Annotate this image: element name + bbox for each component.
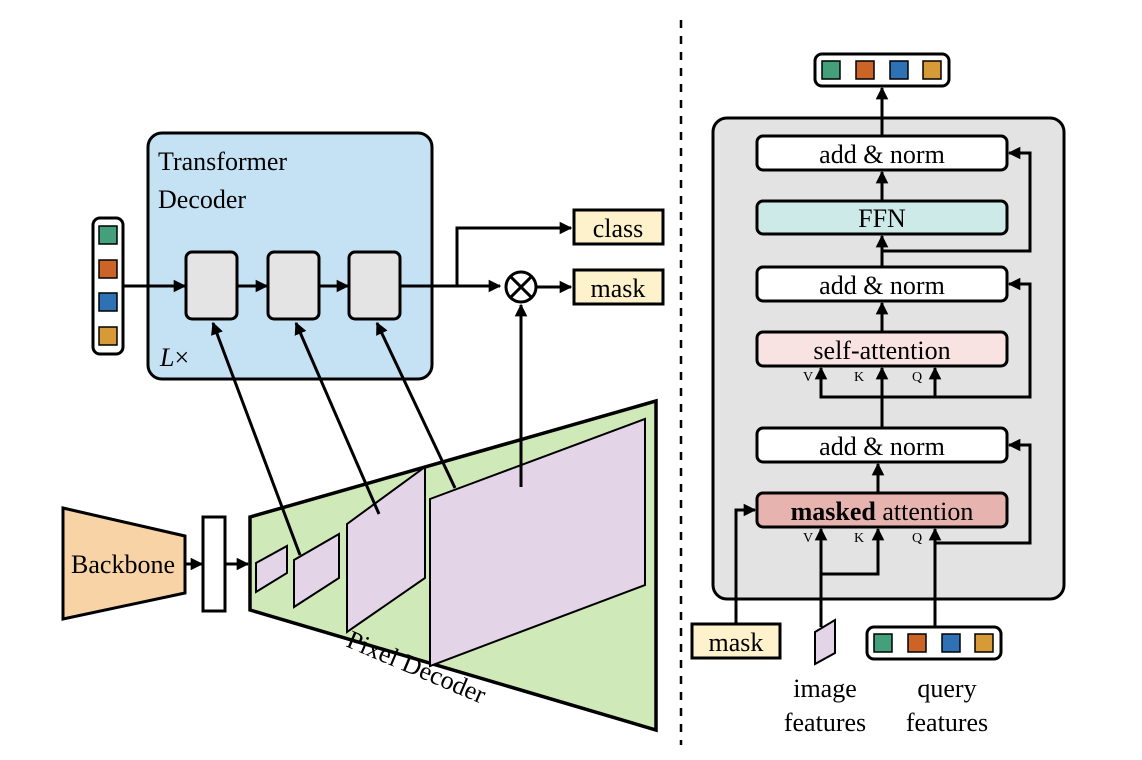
feature-map-3 xyxy=(346,465,426,634)
token-blue xyxy=(941,633,961,653)
token-orange xyxy=(907,633,927,653)
class-output-box xyxy=(572,208,665,246)
token-orange xyxy=(855,60,875,80)
token-green xyxy=(821,60,841,80)
token-gold xyxy=(974,633,994,653)
query-features-tokens xyxy=(865,625,1003,661)
token-orange xyxy=(98,259,118,279)
masked-attn-v-label: V xyxy=(803,531,813,546)
image-features-label-line1: image xyxy=(793,674,857,703)
multiply-icon xyxy=(504,270,538,304)
decoder-layer-1 xyxy=(184,250,239,321)
token-blue xyxy=(889,60,909,80)
masked-attention-block xyxy=(755,491,1009,529)
repeat-label: L× xyxy=(159,343,189,372)
token-gold xyxy=(98,326,118,346)
query-tokens-left xyxy=(91,216,125,356)
mask-input-box xyxy=(690,622,782,660)
residual-ffn xyxy=(882,146,1032,253)
ffn-label: FFN xyxy=(858,204,906,233)
query-features-label-line1: query xyxy=(917,674,976,703)
mask-to-masked-attention xyxy=(734,503,757,624)
output-tokens xyxy=(813,52,951,88)
class-output-label: class xyxy=(593,214,644,243)
mask-output-box xyxy=(572,268,665,306)
add-norm-bottom-label: add & norm xyxy=(819,432,945,461)
transformer-decoder-title-line1: Transformer xyxy=(158,147,287,176)
feature-map-1 xyxy=(255,544,288,594)
backbone-label: Backbone xyxy=(71,550,175,579)
query-features-label-line2: features xyxy=(906,708,988,737)
mask-output-label: mask xyxy=(591,274,646,303)
image-features-label-line2: features xyxy=(784,708,866,737)
add-norm-mid-label: add & norm xyxy=(819,271,945,300)
masked-attn-q-label: Q xyxy=(912,531,922,546)
token-gold xyxy=(922,60,942,80)
decoder-layer-2 xyxy=(266,250,321,321)
arrow-to-class xyxy=(455,221,573,286)
image-features-to-k xyxy=(821,527,885,576)
token-blue xyxy=(98,292,118,312)
arrow-featmap3-to-layer3 xyxy=(375,321,457,489)
self-attn-q-label: Q xyxy=(912,370,922,385)
self-attn-k-label: K xyxy=(854,370,864,385)
feature-map-4 xyxy=(429,417,646,668)
transformer-decoder-title-line2: Decoder xyxy=(158,185,246,214)
image-features-icon xyxy=(814,618,836,666)
feature-map-2 xyxy=(293,532,340,609)
add-norm-bottom xyxy=(755,426,1009,464)
backbone-shape xyxy=(61,506,187,621)
token-green xyxy=(98,225,118,245)
arrow-featmap2-to-layer2 xyxy=(294,321,381,515)
token-green xyxy=(873,633,893,653)
residual-masked-attn xyxy=(935,438,1032,545)
self-attention-label: self-attention xyxy=(813,336,950,365)
mask-input-label: mask xyxy=(709,628,764,657)
backbone-feature-box xyxy=(201,515,227,613)
masked-attn-k-label: K xyxy=(854,531,864,546)
self-attn-v-label: V xyxy=(803,370,813,385)
residual-self-attn xyxy=(935,277,1032,399)
decoder-layer-3 xyxy=(347,250,402,321)
masked-attention-label: masked attention xyxy=(791,497,974,526)
arrow-featmap1-to-layer1 xyxy=(211,321,302,556)
add-norm-top-label: add & norm xyxy=(819,140,945,169)
self-attn-v-input xyxy=(814,366,882,399)
add-norm-top xyxy=(755,134,1009,172)
